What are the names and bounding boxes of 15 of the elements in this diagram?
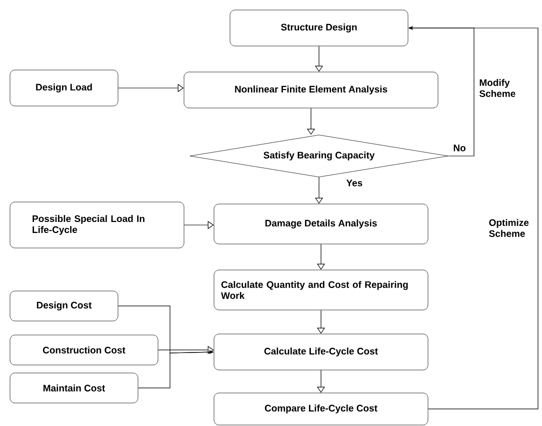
process-box: Calculate Quantity and Cost of Repairing Work <box>214 270 428 310</box>
process-box: Compare Life-Cycle Cost <box>214 392 428 426</box>
process-box: Possible Special Load In Life-Cycle <box>10 202 184 248</box>
note-label: Modify Scheme <box>479 79 516 97</box>
process-box: Design Load <box>10 70 118 106</box>
process-box: Design Cost <box>10 290 118 322</box>
process-box: Construction Cost <box>10 334 158 366</box>
process-box: Structure Design <box>230 10 408 46</box>
process-box: Damage Details Analysis <box>214 204 428 244</box>
process-box: Nonlinear Finite Element Analysis <box>184 72 438 108</box>
edge-label: Yes <box>345 178 364 188</box>
edge-label: Optimize Scheme <box>488 218 534 238</box>
process-box: Calculate Life-Cycle Cost <box>214 334 428 370</box>
process-box: Maintain Cost <box>10 372 138 404</box>
edge-label: No <box>452 144 467 152</box>
